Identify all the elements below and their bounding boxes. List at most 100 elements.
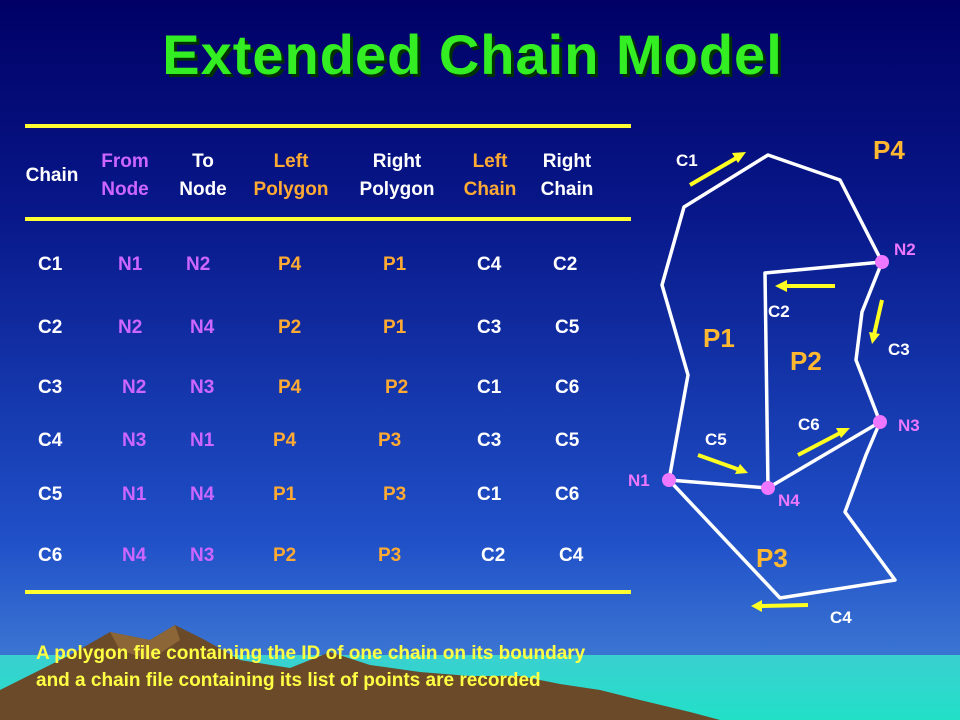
caption-line-1: A polygon file containing the ID of one … bbox=[36, 643, 586, 664]
cell-from-node: N3 bbox=[122, 430, 147, 451]
polygon-label-p3: P3 bbox=[756, 543, 788, 573]
node-n4-dot bbox=[761, 481, 775, 495]
cell-left-chain: C3 bbox=[477, 430, 502, 451]
caption: A polygon file containing the ID of one … bbox=[36, 640, 585, 694]
cell-to-node: N4 bbox=[190, 317, 215, 338]
cell-from-node: N2 bbox=[122, 377, 147, 398]
cell-to-node: N3 bbox=[190, 377, 215, 398]
cell-chain: C4 bbox=[38, 430, 63, 451]
cell-left-chain: C3 bbox=[477, 317, 502, 338]
polygon-label-p4: P4 bbox=[873, 135, 905, 165]
node-n1-dot bbox=[662, 473, 676, 487]
cell-chain: C6 bbox=[38, 545, 63, 566]
cell-left-chain: C2 bbox=[481, 545, 506, 566]
column-header-line-2: Chain bbox=[540, 179, 594, 200]
cell-to-node: N4 bbox=[190, 484, 215, 505]
chain-c3-arrow bbox=[872, 299, 884, 336]
column-header-line-1: From bbox=[101, 151, 149, 172]
cell-left-polygon: P4 bbox=[273, 430, 297, 451]
cell-right-chain: C5 bbox=[555, 317, 580, 338]
chain-c1-line bbox=[660, 153, 884, 481]
cell-from-node: N1 bbox=[118, 254, 143, 275]
column-header-line-1: Left bbox=[273, 151, 309, 172]
polygon-label-p2: P2 bbox=[790, 346, 822, 376]
node-n2-dot bbox=[875, 255, 889, 269]
column-header-line-2: Polygon bbox=[253, 179, 329, 200]
cell-right-polygon: P3 bbox=[378, 545, 402, 566]
column-header-line-1: Right bbox=[542, 151, 592, 172]
column-header-line-2: Node bbox=[179, 179, 227, 200]
chain-c2-line bbox=[763, 260, 883, 489]
table-top-rule bbox=[25, 124, 631, 128]
chain-label-c2: C2 bbox=[768, 302, 790, 321]
node-label-n4: N4 bbox=[778, 491, 800, 510]
cell-right-polygon: P1 bbox=[383, 317, 407, 338]
cell-left-chain: C1 bbox=[477, 377, 502, 398]
chain-c6-arrow bbox=[797, 430, 843, 457]
chain-label-c5: C5 bbox=[705, 430, 727, 449]
chain-c3-line bbox=[854, 261, 884, 423]
cell-right-chain: C5 bbox=[555, 430, 580, 451]
node-label-n3: N3 bbox=[898, 416, 920, 435]
cell-chain: C3 bbox=[38, 377, 63, 398]
chain-c5-arrow bbox=[697, 453, 741, 472]
polygon-label-p1: P1 bbox=[703, 323, 735, 353]
chain-c1-arrow bbox=[688, 155, 740, 187]
cell-to-node: N2 bbox=[186, 254, 211, 275]
cell-left-polygon: P4 bbox=[278, 254, 302, 275]
cell-left-polygon: P2 bbox=[273, 545, 297, 566]
column-header-line-1: Right bbox=[372, 151, 422, 172]
table-bottom-rule bbox=[25, 590, 631, 594]
cell-right-polygon: P2 bbox=[385, 377, 409, 398]
cell-chain: C1 bbox=[38, 254, 63, 275]
page-title: Extended Chain Model bbox=[162, 23, 783, 86]
cell-left-polygon: P1 bbox=[273, 484, 297, 505]
cell-right-polygon: P1 bbox=[383, 254, 407, 275]
column-header-line-1: Chain bbox=[25, 165, 79, 186]
cell-left-polygon: P2 bbox=[278, 317, 302, 338]
cell-left-chain: C4 bbox=[477, 254, 502, 275]
chain-c6-line bbox=[767, 420, 881, 490]
cell-to-node: N3 bbox=[190, 545, 215, 566]
column-header-line-1: To bbox=[192, 151, 214, 172]
cell-chain: C2 bbox=[38, 317, 63, 338]
cell-right-chain: C6 bbox=[555, 377, 580, 398]
mountains bbox=[0, 625, 720, 720]
cell-right-polygon: P3 bbox=[378, 430, 402, 451]
node-n3-dot bbox=[873, 415, 887, 429]
cell-from-node: N2 bbox=[118, 317, 143, 338]
node-label-n1: N1 bbox=[628, 471, 650, 490]
cell-from-node: N4 bbox=[122, 545, 147, 566]
cell-chain: C5 bbox=[38, 484, 63, 505]
chain-label-c6: C6 bbox=[798, 415, 820, 434]
cell-left-polygon: P4 bbox=[278, 377, 302, 398]
cell-right-polygon: P3 bbox=[383, 484, 407, 505]
column-header-line-2: Node bbox=[101, 179, 149, 200]
column-header-line-2: Chain bbox=[463, 179, 517, 200]
cell-from-node: N1 bbox=[122, 484, 147, 505]
chain-label-c4: C4 bbox=[830, 608, 852, 627]
column-header-chain: Chain bbox=[2, 162, 102, 190]
chain-label-c1: C1 bbox=[676, 151, 698, 170]
column-header-line-1: Left bbox=[472, 151, 508, 172]
table-header-rule bbox=[25, 217, 631, 221]
column-header-line-2: Polygon bbox=[359, 179, 435, 200]
cell-right-chain: C6 bbox=[555, 484, 580, 505]
cell-left-chain: C1 bbox=[477, 484, 502, 505]
node-label-n2: N2 bbox=[894, 240, 916, 259]
cell-to-node: N1 bbox=[190, 430, 215, 451]
cell-right-chain: C2 bbox=[553, 254, 578, 275]
cell-right-chain: C4 bbox=[559, 545, 584, 566]
chain-c4-line bbox=[667, 421, 897, 600]
chain-c5-line bbox=[668, 478, 769, 490]
chain-label-c3: C3 bbox=[888, 340, 910, 359]
caption-line-2: and a chain file containing its list of … bbox=[36, 670, 541, 691]
